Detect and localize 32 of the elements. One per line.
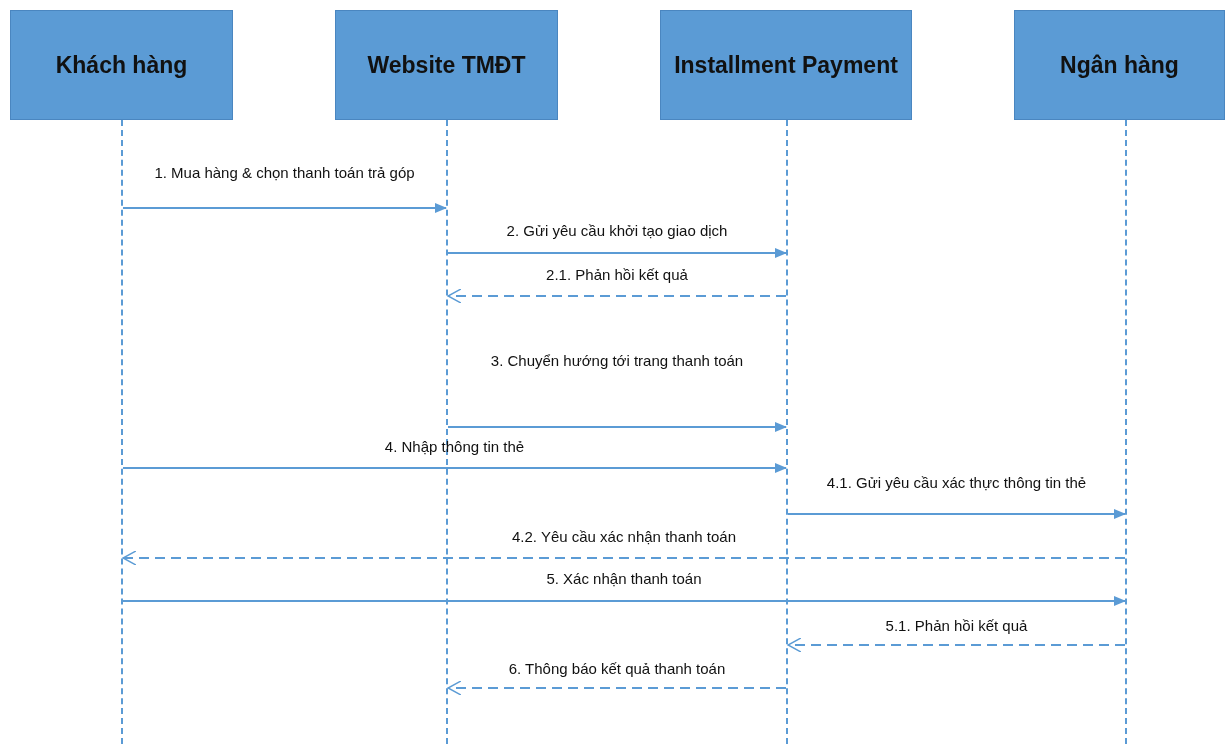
message-arrow bbox=[787, 637, 1126, 653]
participant-name: Ngân hàng bbox=[1060, 50, 1179, 80]
participant-name: Website TMĐT bbox=[367, 50, 526, 80]
lifeline bbox=[1125, 120, 1127, 744]
participant-box bbox=[335, 10, 558, 120]
participant-name: Khách hàng bbox=[55, 50, 188, 80]
message-label: 5.1. Phản hồi kết quả bbox=[885, 617, 1028, 634]
participant-box bbox=[10, 10, 233, 120]
participant-box bbox=[660, 10, 912, 120]
message-label: 6. Thông báo kết quả thanh toán bbox=[508, 660, 726, 677]
message-label: 4.1. Gửi yêu cầu xác thực thông tin thẻ bbox=[826, 474, 1087, 491]
message-arrow bbox=[122, 550, 1126, 566]
message-arrow bbox=[122, 463, 787, 473]
message-arrow bbox=[447, 248, 787, 258]
message-label: 1. Mua hàng & chọn thanh toán trả góp bbox=[154, 164, 415, 181]
message-label: 4.2. Yêu cầu xác nhận thanh toán bbox=[511, 528, 737, 545]
message-arrow bbox=[122, 203, 447, 213]
participant-box bbox=[1014, 10, 1225, 120]
message-label: 2.1. Phản hồi kết quả bbox=[546, 266, 688, 283]
message-label: 4. Nhập thông tin thẻ bbox=[384, 438, 525, 455]
lifeline bbox=[786, 120, 788, 744]
message-arrow bbox=[122, 596, 1126, 606]
message-arrow bbox=[447, 680, 787, 696]
lifeline bbox=[121, 120, 123, 744]
lifeline bbox=[446, 120, 448, 744]
message-label: 3. Chuyển hướng tới trang thanh toán bbox=[490, 352, 744, 369]
message-arrow bbox=[787, 509, 1126, 519]
message-label: 2. Gửi yêu cầu khởi tạo giao dịch bbox=[506, 222, 728, 239]
participant-name: Installment Payment bbox=[674, 50, 898, 80]
message-arrow bbox=[447, 288, 787, 304]
message-label: 5. Xác nhận thanh toán bbox=[546, 570, 702, 587]
message-arrow bbox=[447, 422, 787, 432]
